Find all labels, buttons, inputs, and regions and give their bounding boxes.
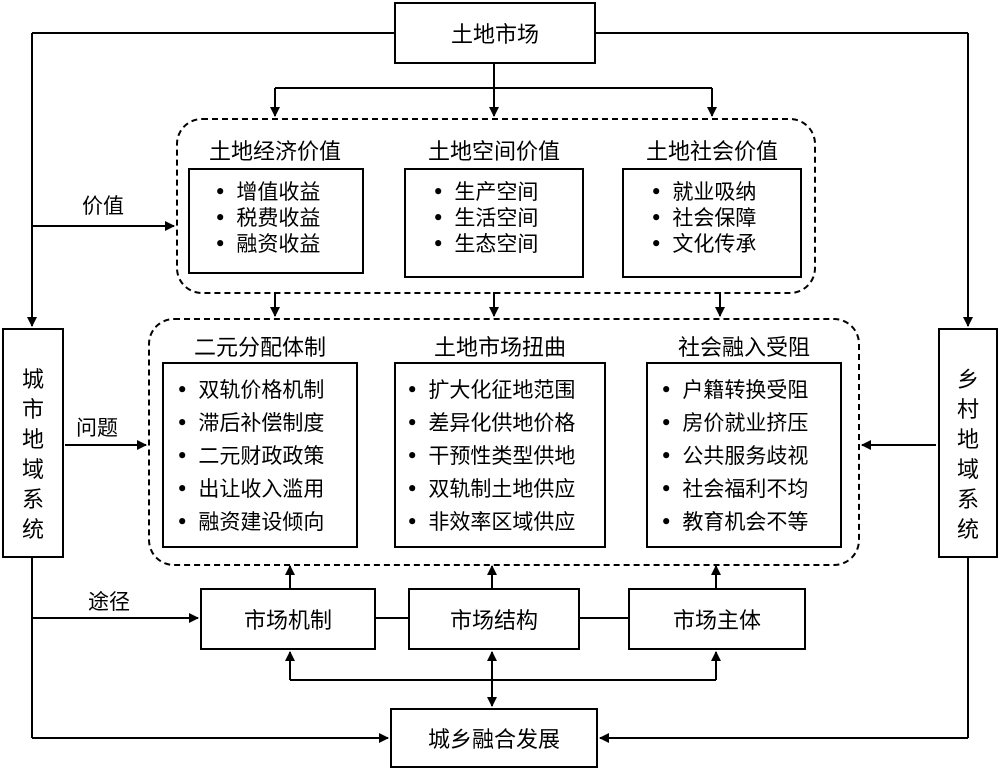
urban-char: 市 xyxy=(21,398,44,423)
rural-char: 系 xyxy=(956,488,979,513)
rural-char: 乡 xyxy=(956,368,979,393)
list-item: 社会保障 xyxy=(650,205,800,231)
dual-system-box: 双轨价格机制 滞后补偿制度 二元财政政策 出让收入滥用 融资建设倾向 xyxy=(162,362,358,548)
urban-char: 系 xyxy=(21,488,44,513)
problem-edge-label: 问题 xyxy=(76,416,118,440)
land-market-label: 土地市场 xyxy=(450,23,539,48)
list-item: 双轨制土地供应 xyxy=(406,473,604,506)
rural-char: 村 xyxy=(956,398,979,423)
list-item: 房价就业挤压 xyxy=(660,407,840,440)
land-market-node: 土地市场 xyxy=(394,2,596,64)
social-value-box: 就业吸纳 社会保障 文化传承 xyxy=(622,168,802,278)
urban-system-node: 城 市 地 域 系 统 xyxy=(2,328,64,558)
spatial-value-box: 生产空间 生活空间 生态空间 xyxy=(404,168,584,278)
list-item: 扩大化征地范围 xyxy=(406,374,604,407)
list-item: 双轨价格机制 xyxy=(176,374,356,407)
list-item: 滞后补偿制度 xyxy=(176,407,356,440)
urban-char: 城 xyxy=(21,368,44,393)
rural-char: 地 xyxy=(956,428,979,453)
list-item: 融资收益 xyxy=(214,231,362,257)
dual-system-title: 二元分配体制 xyxy=(193,336,326,361)
social-integration-title: 社会融入受阻 xyxy=(677,336,810,361)
rural-char: 统 xyxy=(956,518,979,543)
economic-value-box: 增值收益 税费收益 融资收益 xyxy=(188,168,364,274)
market-structure-label: 市场结构 xyxy=(449,609,538,634)
list-item: 增值收益 xyxy=(214,179,362,205)
list-item: 二元财政政策 xyxy=(176,440,356,473)
list-item: 差异化供地价格 xyxy=(406,407,604,440)
value-group xyxy=(176,118,816,294)
value-edge-label: 价值 xyxy=(82,194,124,218)
list-item: 生态空间 xyxy=(432,231,582,257)
market-mechanism-node: 市场机制 xyxy=(200,588,376,650)
list-item: 公共服务歧视 xyxy=(660,440,840,473)
market-subject-label: 市场主体 xyxy=(672,609,761,634)
path-edge-label: 途径 xyxy=(88,590,130,614)
list-item: 干预性类型供地 xyxy=(406,440,604,473)
social-integration-box: 户籍转换受阻 房价就业挤压 公共服务歧视 社会福利不均 教育机会不等 xyxy=(646,362,842,548)
market-distortion-box: 扩大化征地范围 差异化供地价格 干预性类型供地 双轨制土地供应 非效率区域供应 xyxy=(394,362,606,548)
rural-char: 域 xyxy=(956,458,979,483)
list-item: 非效率区域供应 xyxy=(406,506,604,539)
urban-char: 统 xyxy=(21,518,44,543)
list-item: 户籍转换受阻 xyxy=(660,374,840,407)
market-structure-node: 市场结构 xyxy=(408,588,580,650)
list-item: 社会福利不均 xyxy=(660,473,840,506)
urban-rural-fusion-label: 城乡融合发展 xyxy=(427,728,560,753)
list-item: 教育机会不等 xyxy=(660,506,840,539)
list-item: 生活空间 xyxy=(432,205,582,231)
market-subject-node: 市场主体 xyxy=(628,588,806,650)
market-mechanism-label: 市场机制 xyxy=(243,609,332,634)
list-item: 融资建设倾向 xyxy=(176,506,356,539)
market-distortion-title: 土地市场扭曲 xyxy=(433,336,566,361)
problem-group xyxy=(148,318,860,566)
spatial-value-title: 土地空间价值 xyxy=(427,140,560,165)
list-item: 税费收益 xyxy=(214,205,362,231)
list-item: 生产空间 xyxy=(432,179,582,205)
rural-system-node: 乡 村 地 域 系 统 xyxy=(938,328,998,558)
urban-rural-fusion-node: 城乡融合发展 xyxy=(390,708,598,768)
urban-char: 域 xyxy=(21,458,44,483)
social-value-title: 土地社会价值 xyxy=(645,140,778,165)
list-item: 出让收入滥用 xyxy=(176,473,356,506)
urban-char: 地 xyxy=(21,428,44,453)
list-item: 文化传承 xyxy=(650,231,800,257)
economic-value-title: 土地经济价值 xyxy=(208,140,341,165)
list-item: 就业吸纳 xyxy=(650,179,800,205)
